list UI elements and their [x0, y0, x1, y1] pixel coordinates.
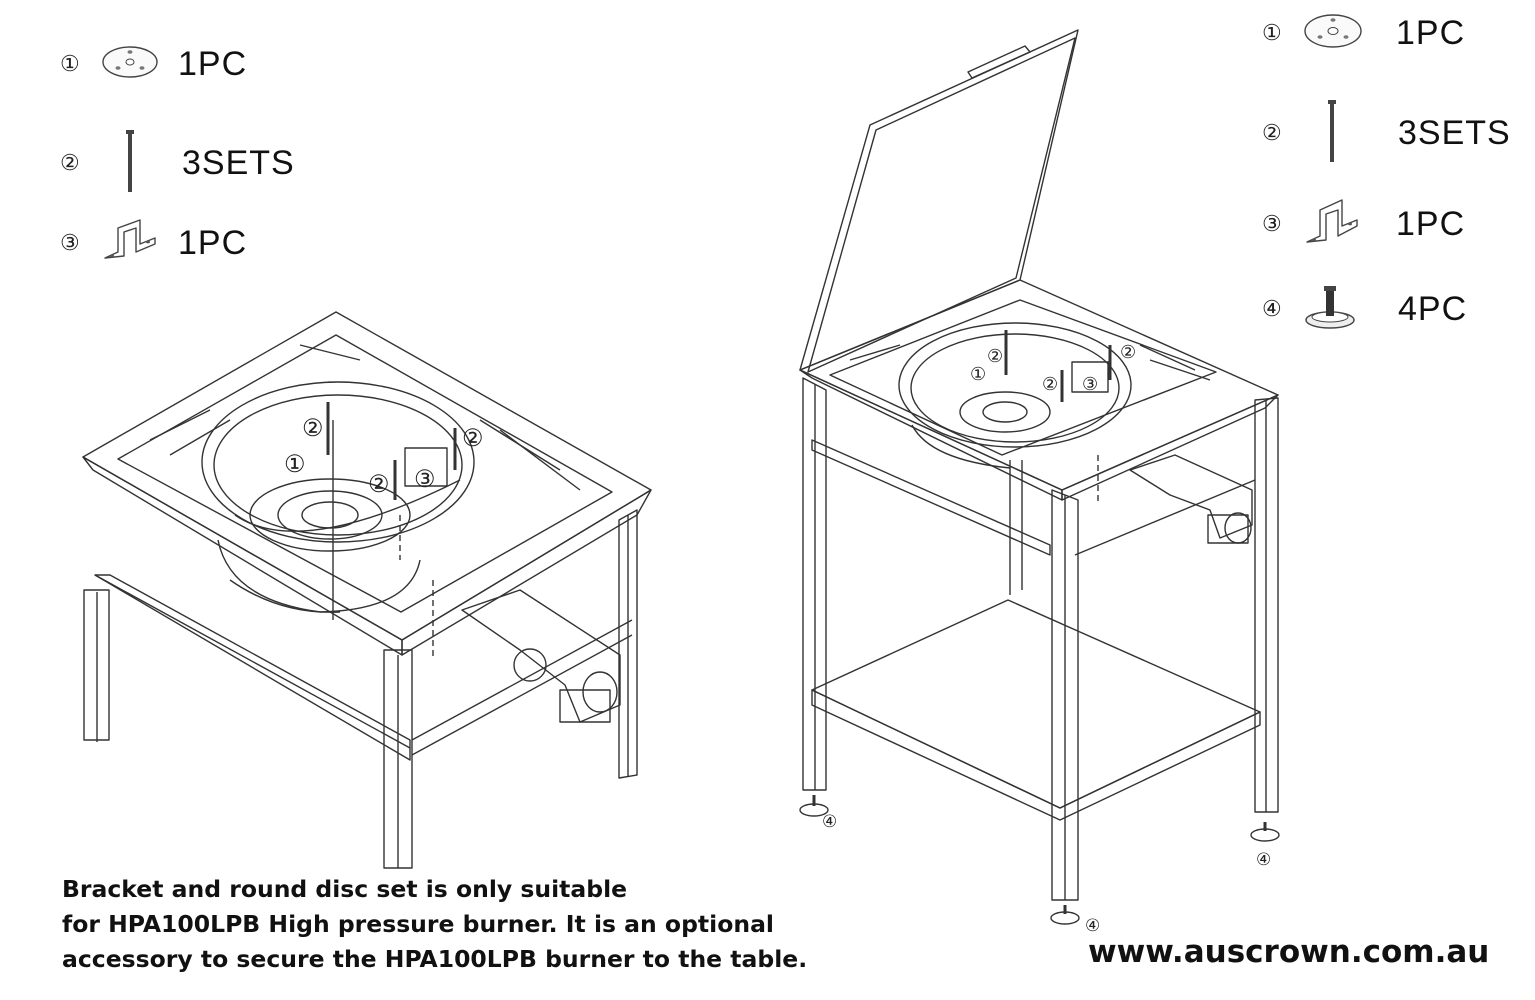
- callout-bracket-right: ③: [1082, 374, 1099, 395]
- callout-bolt-left-b: ②: [462, 424, 484, 452]
- callout-disc-right: ①: [970, 364, 987, 385]
- callout-foot-a: ④: [822, 812, 838, 832]
- callout-bracket-left: ③: [414, 465, 436, 493]
- callout-disc-left: ①: [284, 450, 306, 478]
- parts-right-row-3: ③ 1PC: [1262, 196, 1465, 253]
- parts-right-row-2: ② 3SETS: [1262, 98, 1511, 169]
- part-quantity: 4PC: [1398, 290, 1468, 328]
- parts-left-row-2: ② 3SETS: [60, 128, 295, 199]
- note-line-1: Bracket and round disc set is only suita…: [62, 875, 628, 903]
- callout-foot-b: ④: [1256, 850, 1272, 870]
- round-disc-icon: [1302, 10, 1396, 57]
- part-quantity: 3SETS: [1398, 114, 1511, 152]
- part-number: ③: [60, 231, 80, 256]
- part-quantity: 1PC: [1396, 205, 1466, 243]
- compatibility-note: Bracket and round disc set is only suita…: [62, 872, 807, 977]
- part-number: ①: [60, 52, 80, 77]
- round-disc-icon: [100, 42, 178, 87]
- adjustable-foot-icon: [1302, 284, 1398, 335]
- part-number: ①: [1262, 21, 1282, 46]
- left-burner-table: [82, 311, 652, 869]
- callout-bolt-right-b: ②: [1120, 342, 1137, 363]
- parts-right-row-1: ① 1PC: [1262, 10, 1465, 57]
- part-number: ②: [60, 151, 80, 176]
- part-quantity: 1PC: [1396, 14, 1466, 52]
- parts-right-row-4: ④ 4PC: [1262, 284, 1467, 335]
- right-burner-table: [799, 29, 1280, 925]
- callout-bolt-left-a: ②: [302, 414, 324, 442]
- part-quantity: 1PC: [178, 224, 248, 262]
- note-line-3: accessory to secure the HPA100LPB burner…: [62, 945, 808, 973]
- parts-left-row-3: ③ 1PC: [60, 218, 247, 269]
- website-url: www.auscrown.com.au: [1088, 934, 1490, 970]
- callout-bolt-right-a: ②: [987, 346, 1004, 367]
- bolt-icon: [1302, 98, 1398, 169]
- part-number: ④: [1262, 297, 1282, 322]
- callout-bolt-right-c: ②: [1042, 374, 1059, 395]
- part-quantity: 1PC: [178, 45, 248, 83]
- part-quantity: 3SETS: [182, 144, 295, 182]
- part-number: ②: [1262, 121, 1282, 146]
- bracket-icon: [100, 218, 178, 269]
- bolt-icon: [100, 128, 182, 199]
- note-line-2: for HPA100LPB High pressure burner. It i…: [62, 910, 774, 938]
- callout-foot-c: ④: [1085, 916, 1101, 936]
- part-number: ③: [1262, 212, 1282, 237]
- callout-bolt-left-c: ②: [368, 470, 390, 498]
- bracket-icon: [1302, 196, 1396, 253]
- parts-left-row-1: ① 1PC: [60, 42, 247, 87]
